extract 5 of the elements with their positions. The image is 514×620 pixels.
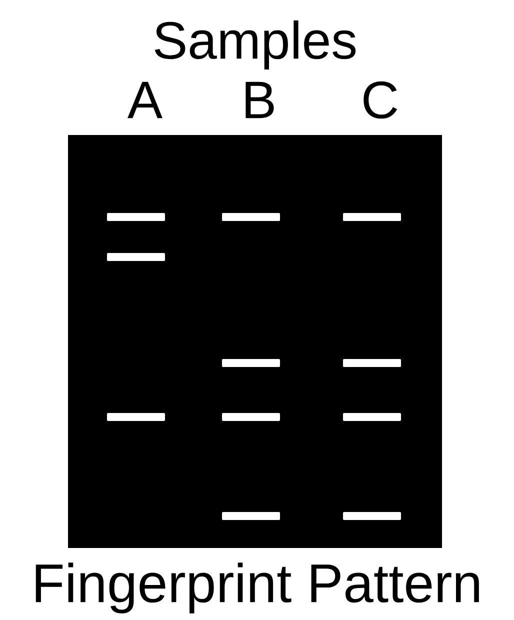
lane-label: C <box>364 81 397 119</box>
lane-label: B <box>246 82 274 118</box>
lane-label: A <box>128 82 162 118</box>
title: Samples <box>154 20 356 70</box>
caption: Fingerprint Pattern <box>36 562 479 614</box>
